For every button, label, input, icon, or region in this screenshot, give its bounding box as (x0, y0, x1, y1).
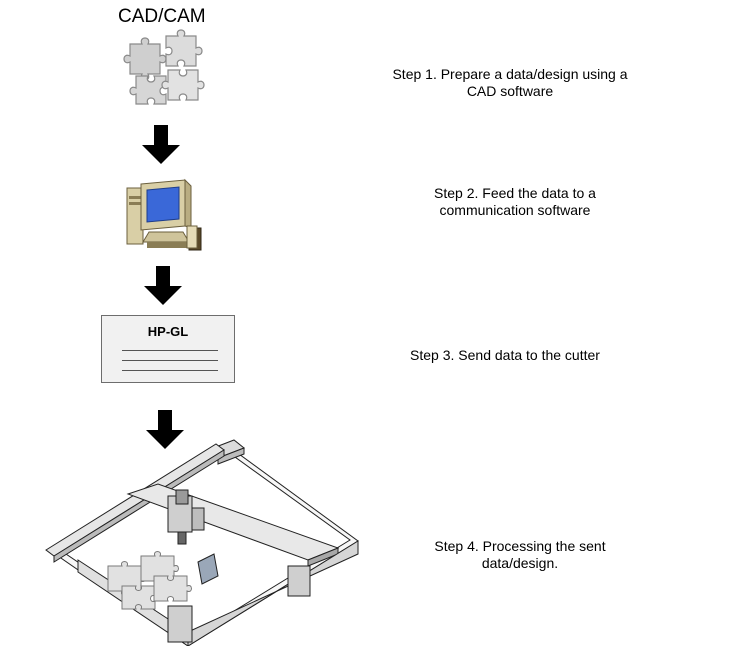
arrow-down-icon (146, 410, 184, 449)
hpgl-document: HP-GL (101, 315, 235, 383)
step-2-text: Step 2. Feed the data to a communication… (380, 185, 650, 219)
step-4-text: Step 4. Processing the sent data/design. (400, 538, 640, 572)
step-1-line-2: CAD software (466, 83, 554, 99)
cutter-machine-image (45, 439, 359, 646)
step-1-line-1: Step 1. Prepare a data/design using a (392, 66, 628, 82)
puzzle-icon (123, 29, 205, 105)
arrow-down-icon (144, 266, 182, 305)
step-4-line-2: data/design. (481, 555, 559, 571)
step-3-text: Step 3. Send data to the cutter (380, 347, 630, 364)
step-2-line-1: Step 2. Feed the data to a (434, 185, 596, 201)
step-4-line-1: Step 4. Processing the sent (434, 538, 606, 554)
computer-icon (126, 178, 202, 251)
diagram-title: CAD/CAM (118, 6, 206, 27)
step-1-text: Step 1. Prepare a data/design using a CA… (360, 66, 660, 100)
step-3-line-1: Step 3. Send data to the cutter (410, 347, 600, 363)
hpgl-label: HP-GL (147, 324, 189, 339)
step-2-line-2: communication software (439, 202, 591, 218)
arrow-down-icon (142, 125, 180, 164)
